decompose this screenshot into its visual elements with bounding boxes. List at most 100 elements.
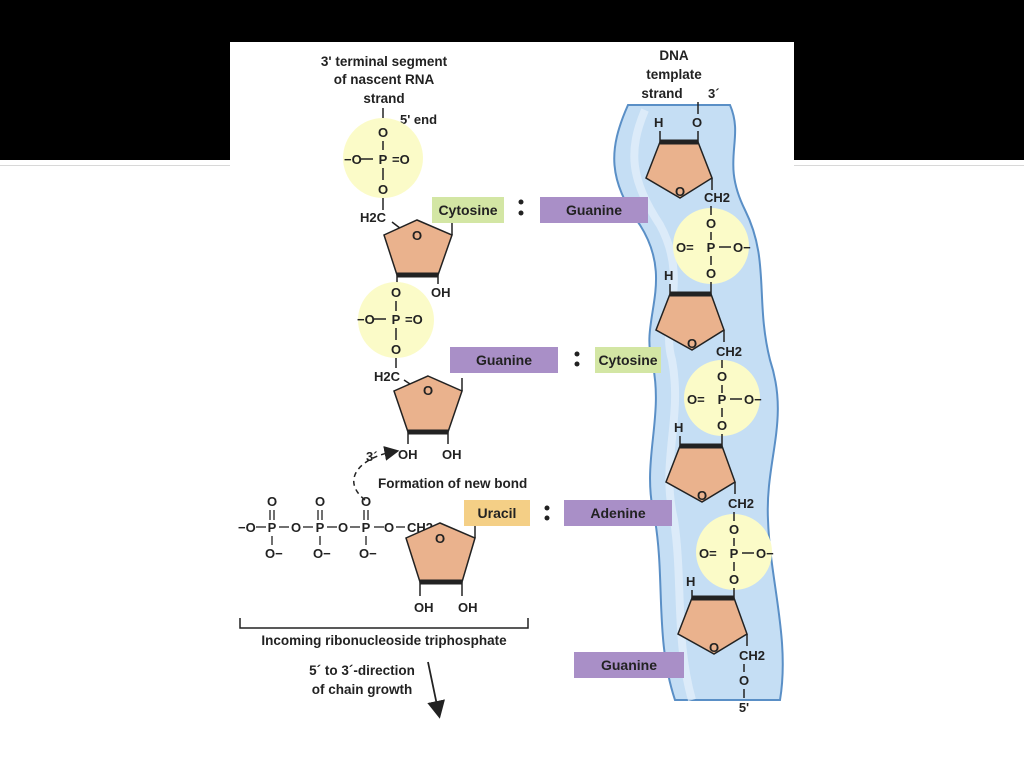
svg-text:O−: O−: [756, 546, 774, 561]
rna-title-line2: of nascent RNA: [334, 72, 435, 87]
ribose-3-oh-2prime: OH: [458, 600, 478, 615]
svg-text:P: P: [730, 546, 739, 561]
ribose-2-oh-2prime: OH: [442, 447, 462, 462]
rna-base-cytosine-label: Cytosine: [438, 202, 497, 218]
ribose-1-h2c: H2C: [360, 210, 387, 225]
svg-text:P: P: [316, 520, 325, 535]
phosphate-circle-1: [343, 118, 423, 198]
dna-base-adenine-box: [564, 500, 672, 526]
svg-text:CH2: CH2: [716, 344, 742, 359]
svg-text:O: O: [697, 488, 707, 503]
ribose-1-oh: OH: [431, 285, 451, 300]
phosphate-2-o-minus: −O: [357, 312, 375, 327]
dna-base-guanine-box-1: [540, 197, 648, 223]
ribose-3-oh-3prime: OH: [414, 600, 434, 615]
svg-text:O: O: [291, 520, 301, 535]
ribose-2-ring-o: O: [423, 383, 433, 398]
svg-text:O: O: [315, 494, 325, 509]
dna-base-cytosine-label: Cytosine: [598, 352, 657, 368]
rna-base-guanine-label: Guanine: [476, 352, 532, 368]
phosphate-1-o-bottom: O: [378, 182, 388, 197]
ribose-2-h2c: H2C: [374, 369, 401, 384]
svg-text:O−: O−: [744, 392, 762, 407]
rna-base-uracil-box: [464, 500, 530, 526]
phosphate-circle-2: [358, 282, 434, 358]
dna-five-prime-label: 5': [739, 700, 749, 715]
three-prime-label: 3´: [366, 449, 378, 464]
direction-label-line2: of chain growth: [312, 682, 413, 697]
dna-title-line3: strand: [641, 86, 682, 101]
phosphate-2-p: P: [392, 312, 401, 327]
dna-backbone-inner: [630, 108, 696, 702]
svg-text:O: O: [706, 216, 716, 231]
ribose-3-ring-o: O: [435, 531, 445, 546]
dna-base-guanine-box-2: [574, 652, 684, 678]
svg-text:O: O: [717, 369, 727, 384]
incoming-bracket: [239, 618, 529, 629]
svg-text:P: P: [268, 520, 277, 535]
phosphate-1-p: P: [379, 152, 388, 167]
svg-text:P: P: [707, 240, 716, 255]
dna-three-prime-label: 3´: [708, 86, 720, 101]
svg-text:O: O: [706, 266, 716, 281]
dna-base-guanine-label-2: Guanine: [601, 657, 657, 673]
dna-sugar-1-o: O: [692, 115, 702, 130]
svg-text:O=: O=: [687, 392, 705, 407]
five-prime-end-label: 5' end: [400, 112, 437, 127]
svg-text:O: O: [709, 640, 719, 655]
svg-text:P: P: [718, 392, 727, 407]
phosphate-2-o-double: =O: [405, 312, 423, 327]
rna-title-line1: 3' terminal segment: [321, 54, 448, 69]
svg-text:O: O: [384, 520, 394, 535]
svg-text:O: O: [361, 494, 371, 509]
svg-text:O: O: [717, 418, 727, 433]
svg-text:O−: O−: [733, 240, 751, 255]
svg-text:O=: O=: [676, 240, 694, 255]
dna-base-cytosine-box: [595, 347, 661, 373]
dna-title-line2: template: [646, 67, 702, 82]
direction-label-line1: 5´ to 3´-direction: [309, 663, 415, 678]
svg-text:O: O: [687, 336, 697, 351]
dna-title-line1: DNA: [659, 48, 688, 63]
incoming-label: Incoming ribonucleoside triphosphate: [261, 633, 507, 648]
rna-base-cytosine-box: [432, 197, 504, 223]
phosphate-2-o-top: O: [391, 285, 401, 300]
new-bond-label: Formation of new bond: [378, 476, 527, 491]
new-bond-arrow: [353, 446, 400, 501]
rna-base-uracil-label: Uracil: [478, 505, 517, 521]
svg-text:O: O: [739, 673, 749, 688]
phosphate-1-o-top: O: [378, 125, 388, 140]
dna-phosphate-circle-1: [673, 208, 749, 284]
ribose-1-ring-o: O: [412, 228, 422, 243]
svg-text:O−: O−: [313, 546, 331, 561]
dna-base-adenine-label: Adenine: [590, 505, 645, 521]
triphosphate-group: O O O −O P O P O P O CH2 O− O− O−: [238, 494, 433, 561]
svg-text:O: O: [675, 184, 685, 199]
svg-text:O: O: [729, 522, 739, 537]
dna-phosphate-circle-2: [684, 360, 760, 436]
rna-base-guanine-box: [450, 347, 558, 373]
rna-title-line3: strand: [363, 91, 404, 106]
phosphate-2-o-bottom: O: [391, 342, 401, 357]
dna-sugar-1-h: H: [654, 115, 663, 130]
svg-text:O: O: [729, 572, 739, 587]
svg-text:H: H: [664, 268, 673, 283]
svg-text:O: O: [338, 520, 348, 535]
svg-text:O: O: [267, 494, 277, 509]
svg-text:P: P: [362, 520, 371, 535]
dna-phosphate-circle-3: [696, 514, 772, 590]
dna-sugar-1-ch2: CH2: [704, 190, 730, 205]
phosphate-1-o-minus: −O: [344, 152, 362, 167]
ribose-2-oh-3prime: OH: [398, 447, 418, 462]
direction-arrow: [427, 661, 445, 719]
svg-text:O=: O=: [699, 546, 717, 561]
svg-text:H: H: [674, 420, 683, 435]
svg-text:O−: O−: [265, 546, 283, 561]
svg-text:−O: −O: [238, 520, 256, 535]
phosphate-1-o-double: =O: [392, 152, 410, 167]
dna-base-guanine-label-1: Guanine: [566, 202, 622, 218]
svg-text:O−: O−: [359, 546, 377, 561]
svg-text:CH2: CH2: [728, 496, 754, 511]
svg-text:CH2: CH2: [739, 648, 765, 663]
